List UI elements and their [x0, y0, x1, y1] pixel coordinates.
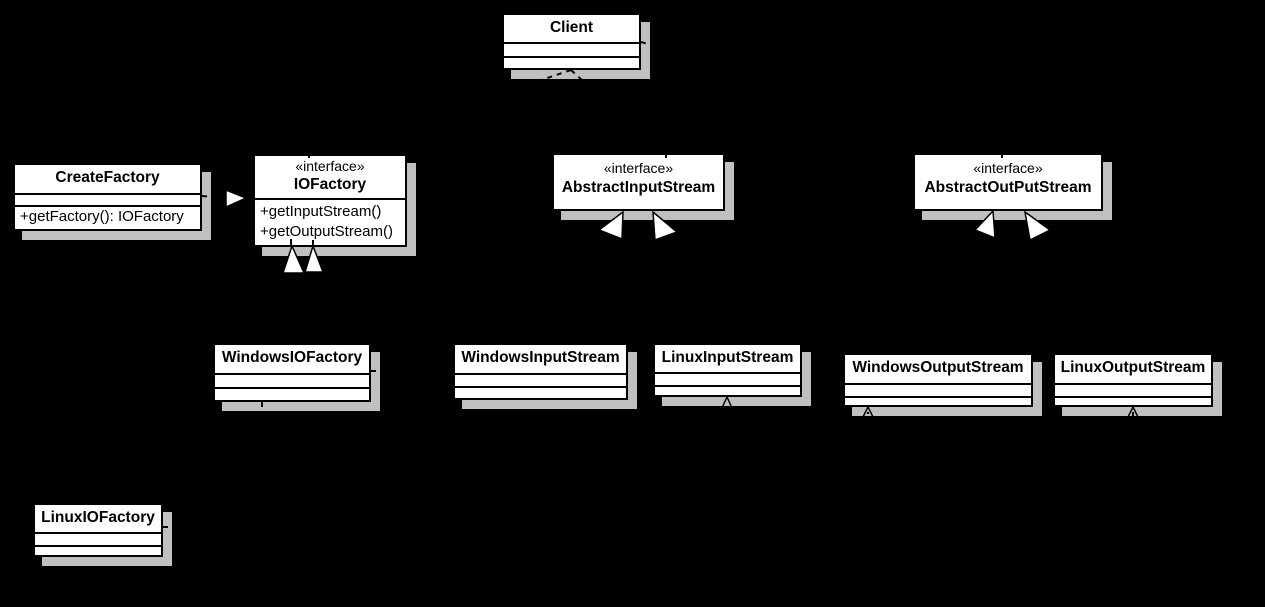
dependency-arrowhead-linuxinputstream-icon: [721, 395, 733, 409]
compartment-separator: [845, 396, 1031, 398]
class-title-area: «interface» AbstractOutPutStream: [915, 155, 1101, 214]
class-name-label: WindowsInputStream: [461, 349, 620, 367]
class-title-area: «interface» AbstractInputStream: [554, 155, 723, 214]
dependency-edge-client-to-abstractinputstream: [570, 69, 666, 158]
class-name-label: WindowsOutputStream: [852, 359, 1024, 377]
class-name-label: LinuxInputStream: [661, 348, 794, 366]
class-name-label: IOFactory: [293, 176, 367, 194]
compartment-separator: [1055, 383, 1211, 385]
class-box-abstract-input-stream[interactable]: «interface» AbstractInputStream: [552, 153, 725, 211]
class-name-label: Client: [549, 18, 594, 36]
class-title-area: WindowsIOFactory: [215, 345, 369, 371]
dependency-edge-windowsinputstream-to-abstractinputstream: [539, 229, 612, 344]
realization-arrowhead-windowsinputstream-icon: [597, 210, 624, 241]
method-label: +getOutputStream(): [260, 222, 393, 240]
dependency-edge-linuxiofactory-to-linuxoutputstream: [163, 412, 1134, 528]
realization-arrowhead-linuxoutputstream-icon: [1023, 210, 1052, 242]
stereotype-label: «interface»: [973, 160, 1043, 176]
compartment-separator: [35, 545, 161, 547]
class-title-area: Client: [504, 15, 639, 40]
realization-arrowhead-windowsiofactory-icon: [281, 243, 306, 274]
class-box-linux-io-factory[interactable]: LinuxIOFactory: [33, 503, 163, 557]
dependency-edge-linuxiofactory-to-iofactory: [96, 254, 312, 504]
class-title-area: LinuxInputStream: [655, 345, 800, 370]
class-box-io-factory[interactable]: «interface» IOFactory +getInputStream() +ge…: [253, 154, 407, 247]
class-name-label: CreateFactory: [55, 169, 160, 187]
dependency-edge-windowsoutputstream-to-abstractoutputstream: [929, 230, 986, 354]
class-title-area: «interface» IOFactory: [255, 156, 405, 196]
class-box-linux-input-stream[interactable]: LinuxInputStream: [653, 343, 802, 397]
compartment-separator: [504, 56, 639, 58]
dependency-edge-client-to-abstractoutputstream: [640, 41, 1006, 156]
compartment-separator: [655, 385, 800, 387]
dependency-arrowhead-linuxoutputstream-icon: [1127, 405, 1139, 418]
compartment-separator: [15, 193, 200, 195]
class-title-area: CreateFactory: [15, 165, 200, 191]
class-box-client[interactable]: Client: [502, 13, 641, 70]
realization-arrowhead-linuxinputstream-icon: [652, 210, 679, 242]
compartment-separator: [455, 373, 626, 375]
dependency-arrowhead-windowsinputstream-icon: [443, 365, 454, 377]
realization-arrowhead-windowsoutputstream-icon: [973, 209, 996, 240]
compartment-separator: [655, 372, 800, 374]
dependency-edge-createfactory-to-iofactory: [201, 195, 229, 199]
realization-arrowhead-createfactory-icon: [225, 188, 248, 209]
class-box-create-factory[interactable]: CreateFactory +getFactory(): IOFactory: [13, 163, 202, 231]
realization-arrowhead-linuxiofactory-icon: [303, 243, 325, 273]
compartment-separator: [15, 205, 200, 207]
class-box-windows-io-factory[interactable]: WindowsIOFactory: [213, 343, 371, 402]
compartment-separator: [255, 198, 405, 200]
class-name-label: LinuxIOFactory: [41, 508, 155, 526]
dependency-arrowhead-windowsoutputstream-icon: [862, 405, 874, 418]
compartment-separator: [215, 387, 369, 389]
class-title-area: LinuxOutputStream: [1055, 355, 1211, 381]
compartment-separator: [1055, 396, 1211, 398]
class-title-area: WindowsOutputStream: [845, 355, 1031, 381]
compartment-separator: [845, 383, 1031, 385]
dependency-edge-linuxinputstream-to-abstractinputstream: [664, 231, 728, 344]
method-label: +getInputStream(): [260, 202, 382, 220]
dependency-edge-windowsiofactory-to-windowsoutputstream: [261, 402, 869, 461]
stereotype-label: «interface»: [295, 157, 365, 174]
class-box-windows-input-stream[interactable]: WindowsInputStream: [453, 343, 628, 400]
compartment-separator: [455, 386, 626, 388]
class-box-linux-output-stream[interactable]: LinuxOutputStream: [1053, 353, 1213, 407]
class-title-area: WindowsInputStream: [455, 345, 626, 371]
method-label: +getFactory(): IOFactory: [20, 208, 184, 225]
class-box-abstract-output-stream[interactable]: «interface» AbstractOutPutStream: [913, 153, 1103, 211]
stereotype-label: «interface»: [603, 160, 674, 176]
class-name-label: AbstractOutPutStream: [924, 178, 1092, 196]
class-name-label: WindowsIOFactory: [221, 349, 363, 367]
compartment-separator: [504, 42, 639, 44]
class-title-area: LinuxIOFactory: [35, 505, 161, 530]
compartment-separator: [215, 373, 369, 375]
class-box-windows-output-stream[interactable]: WindowsOutputStream: [843, 353, 1033, 407]
compartment-separator: [35, 532, 161, 534]
class-name-label: AbstractInputStream: [561, 178, 716, 196]
class-name-label: LinuxOutputStream: [1060, 359, 1206, 377]
